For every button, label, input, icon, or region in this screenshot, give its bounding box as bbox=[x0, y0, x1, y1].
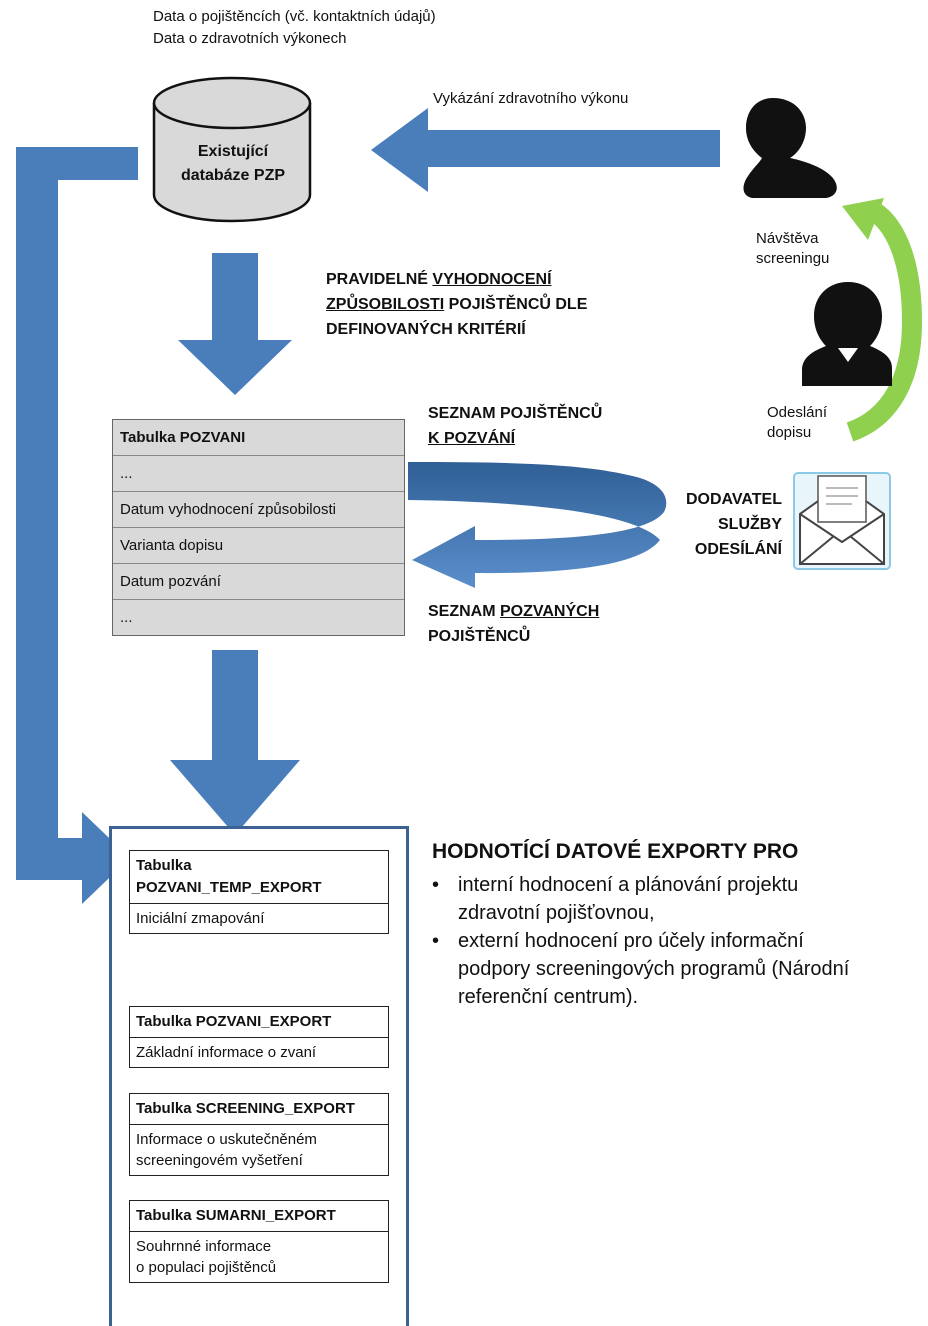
screening-cycle-arrow bbox=[842, 198, 923, 442]
list-invited-label: SEZNAM POZVANÝCH POJIŠTĚNCŮ bbox=[428, 599, 599, 649]
list-invited-line2: POJIŠTĚNCŮ bbox=[428, 628, 531, 645]
envelope-icon bbox=[793, 472, 891, 570]
supplier-line1: DODAVATEL bbox=[686, 491, 782, 508]
list-invited-line1: SEZNAM POZVANÝCH bbox=[428, 603, 600, 620]
export-table-description-line2: o populaci pojištěnců bbox=[136, 1259, 277, 1276]
evaluation-line2: ZPŮSOBILOSTI POJIŠTĚNCŮ DLE bbox=[326, 296, 588, 313]
pozvani-table: Tabulka POZVANI ... Datum vyhodnocení zp… bbox=[112, 419, 405, 636]
evaluation-exports-item: interní hodnocení a plánování projektu z… bbox=[430, 871, 850, 927]
top-note-procedure-data: Data o zdravotních výkonech bbox=[153, 30, 347, 47]
export-table-description: Informace o uskutečněném screeningovém v… bbox=[130, 1125, 388, 1175]
pozvani-table-header: Tabulka POZVANI bbox=[113, 420, 404, 455]
person-icon bbox=[743, 98, 837, 198]
evaluation-line1: PRAVIDELNÉ VYHODNOCENÍ bbox=[326, 271, 552, 288]
database-label-line1: Existující bbox=[197, 143, 269, 160]
export-table-description: Základní informace o zvaní bbox=[136, 1044, 317, 1061]
screening-visit-label: Návštěva screeningu bbox=[756, 229, 829, 269]
letter-sent-label: Odeslání dopisu bbox=[767, 403, 827, 443]
screening-visit-line2: screeningu bbox=[756, 250, 830, 267]
evaluation-exports-list: interní hodnocení a plánování projektu z… bbox=[430, 871, 850, 1011]
top-note-insured-data: Data o pojištěncích (vč. kontaktních úda… bbox=[153, 8, 436, 25]
export-table-description-line1: Souhrnné informace bbox=[136, 1238, 272, 1255]
export-table-description-line1: Informace o uskutečněném bbox=[136, 1131, 317, 1148]
screening-visit-line1: Návštěva bbox=[756, 230, 819, 247]
export-table-sumarni: Tabulka SUMARNI_EXPORT Souhrnné informac… bbox=[129, 1200, 389, 1283]
database-label: Existující databáze PZP bbox=[168, 140, 298, 188]
report-arrow bbox=[371, 108, 720, 192]
export-table-screening: Tabulka SCREENING_EXPORT Informace o usk… bbox=[129, 1093, 389, 1176]
pozvani-table-row: Datum vyhodnocení způsobilosti bbox=[113, 491, 404, 527]
export-table-header-line2: POZVANI_TEMP_EXPORT bbox=[136, 879, 322, 896]
export-table-pozvani-temp: Tabulka POZVANI_TEMP_EXPORT Iniciální zm… bbox=[129, 850, 389, 934]
letter-sent-line2: dopisu bbox=[767, 424, 812, 441]
pozvani-table-row: ... bbox=[113, 455, 404, 491]
export-table-pozvani: Tabulka POZVANI_EXPORT Základní informac… bbox=[129, 1006, 389, 1068]
mailing-loop-arrow bbox=[408, 462, 667, 588]
pozvani-table-row: ... bbox=[113, 599, 404, 635]
feedback-arrow bbox=[16, 147, 138, 904]
report-procedure-label: Vykázání zdravotního výkonu bbox=[433, 90, 629, 107]
supplier-label: DODAVATEL SLUŽBY ODESÍLÁNÍ bbox=[672, 487, 782, 562]
pozvani-table-row: Datum pozvání bbox=[113, 563, 404, 599]
export-table-header: Tabulka POZVANI_EXPORT bbox=[130, 1007, 388, 1038]
supplier-line2: SLUŽBY bbox=[718, 516, 782, 533]
export-table-header-line1: Tabulka bbox=[136, 857, 192, 874]
evaluation-arrow bbox=[178, 253, 292, 395]
evaluation-label: PRAVIDELNÉ VYHODNOCENÍ ZPŮSOBILOSTI POJI… bbox=[326, 267, 587, 342]
export-table-description: Iniciální zmapování bbox=[136, 910, 265, 927]
pozvani-table-row: Varianta dopisu bbox=[113, 527, 404, 563]
export-table-header: Tabulka POZVANI_TEMP_EXPORT bbox=[130, 851, 388, 904]
evaluation-line3: DEFINOVANÝCH KRITÉRIÍ bbox=[326, 321, 526, 338]
list-to-invite-label: SEZNAM POJIŠTĚNCŮ K POZVÁNÍ bbox=[428, 401, 602, 451]
person-icon bbox=[802, 282, 892, 386]
export-table-header: Tabulka SUMARNI_EXPORT bbox=[130, 1201, 388, 1232]
list-to-invite-line1: SEZNAM POJIŠTĚNCŮ bbox=[428, 405, 603, 422]
evaluation-exports-item: externí hodnocení pro účely informační p… bbox=[430, 927, 850, 1011]
database-label-line2: databáze PZP bbox=[180, 167, 286, 184]
export-table-header: Tabulka SCREENING_EXPORT bbox=[130, 1094, 388, 1125]
letter-sent-line1: Odeslání bbox=[767, 404, 828, 421]
evaluation-exports-title: HODNOTÍCÍ DATOVÉ EXPORTY PRO bbox=[432, 840, 799, 863]
export-table-description: Souhrnné informace o populaci pojištěnců bbox=[130, 1232, 388, 1282]
database-icon bbox=[152, 76, 312, 223]
export-arrow bbox=[170, 650, 300, 835]
list-to-invite-line2: K POZVÁNÍ bbox=[428, 430, 516, 447]
supplier-line3: ODESÍLÁNÍ bbox=[694, 541, 782, 558]
export-table-description-line2: screeningovém vyšetření bbox=[136, 1152, 303, 1169]
